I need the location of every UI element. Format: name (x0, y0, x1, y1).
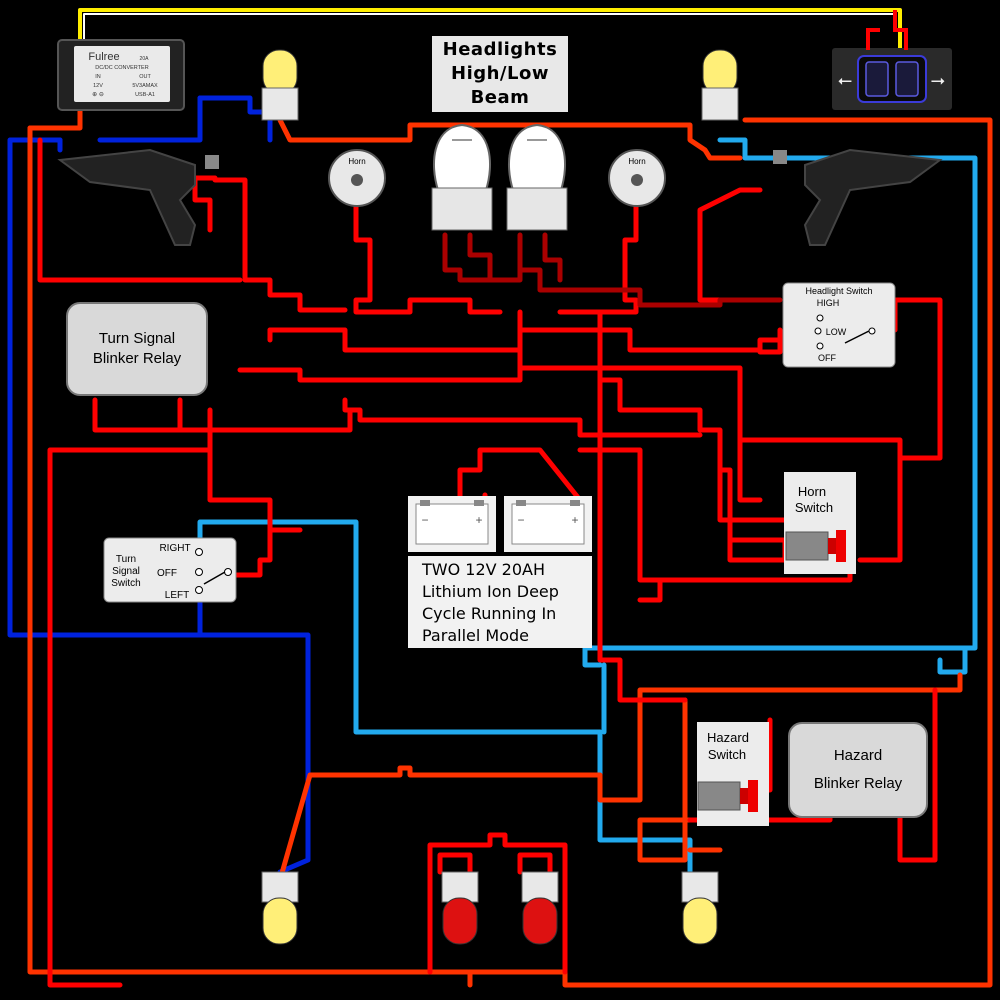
red-wires (37, 137, 943, 988)
rear-right-indicator-bulb (681, 871, 719, 945)
horn-switch-label-2: Switch (795, 500, 833, 515)
headlight-switch-low-label: LOW (826, 327, 847, 337)
turn-switch-title-1: Turn (116, 554, 136, 565)
front-left-indicator-bulb (261, 49, 299, 121)
battery-line4: Parallel Mode (422, 626, 529, 645)
rear-left-indicator-bulb (261, 871, 299, 945)
battery-plus-icon: + (475, 513, 482, 527)
turn-signal-blinker-relay: Turn Signal Blinker Relay (66, 302, 208, 396)
battery-minus-icon: − (421, 513, 428, 527)
usb-symbol-icon: ⭠ (838, 70, 852, 91)
right-brake-lever (773, 148, 943, 246)
hazard-relay-label-1: Hazard (833, 747, 883, 764)
indicator-bulbs (261, 49, 739, 945)
horns: Horn Horn (328, 149, 666, 207)
turn-switch-left-label: LEFT (165, 590, 189, 601)
hazard-switch: Hazard Switch (697, 722, 769, 826)
battery-2: − + (504, 496, 592, 552)
brake-light-right-bulb (521, 871, 559, 945)
headlight-high-bulb (506, 123, 568, 231)
right-horn: Horn (608, 149, 666, 207)
left-horn-label: Horn (348, 157, 365, 166)
right-horn-label: Horn (628, 157, 645, 166)
wires (7, 95, 993, 988)
headlights-title-line3: Beam (470, 87, 530, 108)
converter-out-label: OUT (139, 74, 151, 80)
battery-plus-icon: + (571, 513, 578, 527)
converter-rating: 20A (140, 56, 150, 62)
headlight-switch-title: Headlight Switch (805, 286, 872, 296)
hazard-relay-label-2: Blinker Relay (813, 775, 903, 792)
front-right-indicator-bulb (701, 49, 739, 121)
headlight-switch: Headlight Switch HIGH LOW OFF (782, 282, 896, 368)
orange-wires (27, 102, 993, 988)
yellow-usb-wire (78, 8, 902, 60)
battery-description: TWO 12V 20AH Lithium Ion Deep Cycle Runn… (408, 556, 592, 648)
battery-minus-icon: − (517, 513, 524, 527)
usb-charger: ⭠ ⭢ (832, 10, 952, 110)
battery-line1: TWO 12V 20AH (422, 560, 545, 579)
headlight-low-bulb (431, 123, 493, 231)
dark-red-wires (442, 232, 783, 308)
headlights-title-box: Headlights High/Low Beam (432, 36, 568, 112)
battery-line2: Lithium Ion Deep (422, 582, 559, 601)
headlight-switch-high-label: HIGH (817, 298, 840, 308)
brake-light-left-bulb (441, 871, 479, 945)
left-horn: Horn (328, 149, 386, 207)
dc-dc-converter: Fulree 20A DC/DC CONVERTER IN OUT 12V 5V… (57, 39, 185, 111)
converter-polarity-icon: ⊕ ⊖ (92, 92, 104, 98)
turn-signal-switch: Turn Signal Switch RIGHT OFF LEFT (103, 537, 237, 603)
horn-switch-label-1: Horn (798, 484, 826, 499)
left-brake-lever (57, 148, 219, 246)
headlights-title-line1: Headlights (442, 39, 558, 60)
converter-model: USB-A1 (135, 92, 155, 98)
turn-switch-right-label: RIGHT (159, 543, 190, 554)
turn-switch-title-2: Signal (112, 566, 140, 577)
turn-relay-label-2: Blinker Relay (92, 350, 182, 367)
converter-out-voltage: 5V3AMAX (132, 83, 158, 89)
turn-switch-off-label: OFF (157, 568, 177, 579)
converter-brand: Fulree (88, 51, 119, 63)
batteries: − + − + (408, 496, 592, 552)
battery-line3: Cycle Running In (422, 604, 557, 623)
hazard-switch-label-1: Hazard (707, 730, 749, 745)
battery-1: − + (408, 496, 496, 552)
converter-in-voltage: 12V (93, 83, 103, 89)
light-blue-wires (197, 137, 978, 875)
converter-in-label: IN (95, 74, 101, 80)
hazard-switch-label-2: Switch (708, 747, 746, 762)
turn-relay-label-1: Turn Signal (98, 330, 176, 347)
headlight-bulbs (431, 123, 568, 231)
headlights-title-line2: High/Low (451, 63, 549, 84)
converter-line1: DC/DC CONVERTER (95, 65, 148, 71)
headlight-switch-off-label: OFF (818, 353, 836, 363)
horn-switch: Horn Switch (784, 472, 856, 574)
turn-switch-title-3: Switch (111, 578, 140, 589)
dark-blue-wires (7, 95, 311, 875)
usb-symbol-icon: ⭢ (931, 70, 945, 91)
hazard-blinker-relay: Hazard Blinker Relay (788, 722, 928, 818)
